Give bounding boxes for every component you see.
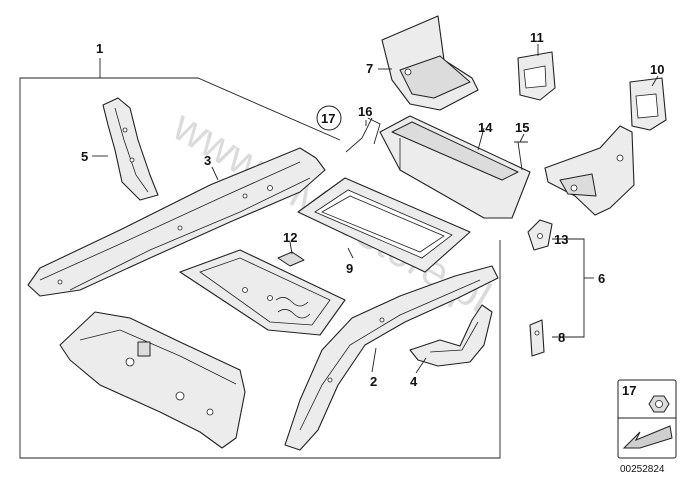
- part-9-frame[interactable]: [297, 177, 471, 273]
- part-10-mount[interactable]: [629, 77, 667, 131]
- part-4-bracket[interactable]: [409, 304, 493, 367]
- label-7: 7: [366, 61, 373, 76]
- part-13-clip[interactable]: [527, 219, 553, 251]
- part-8-plate[interactable]: [529, 319, 545, 357]
- label-17: 17: [321, 111, 335, 126]
- part-2-wheelarch-member[interactable]: [284, 265, 499, 451]
- label-14: 14: [478, 120, 493, 135]
- label-5: 5: [81, 149, 88, 164]
- part-5-bracket[interactable]: [102, 97, 159, 201]
- part-6-side-bracket[interactable]: [544, 125, 635, 216]
- part-3-longitudinal-member[interactable]: [27, 147, 326, 297]
- nut-icon: [648, 395, 670, 413]
- reference-number: 00252824: [620, 464, 665, 475]
- label-2: 2: [370, 374, 377, 389]
- leader-lines: [92, 44, 659, 374]
- label-11: 11: [530, 30, 544, 45]
- label-3: 3: [204, 153, 211, 168]
- label-6: 6: [598, 271, 605, 286]
- part-15-pin[interactable]: [514, 141, 528, 171]
- part-7-tray-bracket[interactable]: [381, 15, 479, 111]
- label-15: 15: [515, 120, 529, 135]
- part-12-clip[interactable]: [277, 251, 305, 267]
- assembly-1-outline: [19, 77, 501, 459]
- arrow-icon: [622, 425, 673, 449]
- part-17-circle: [316, 105, 342, 131]
- label-16: 16: [358, 104, 372, 119]
- rear-cross-member[interactable]: [59, 311, 246, 449]
- floor-pan[interactable]: [179, 249, 346, 336]
- label-8: 8: [558, 330, 565, 345]
- part-16-stud[interactable]: [345, 117, 381, 153]
- part-14-storage-box[interactable]: [379, 115, 531, 219]
- legend-label-17: 17: [622, 383, 636, 398]
- label-9: 9: [346, 261, 353, 276]
- label-12: 12: [283, 230, 297, 245]
- legend-box: 17: [617, 379, 677, 459]
- label-13: 13: [554, 232, 568, 247]
- label-4: 4: [410, 374, 418, 389]
- label-10: 10: [650, 62, 664, 77]
- part-11-mount[interactable]: [517, 51, 556, 101]
- label-1: 1: [96, 41, 103, 56]
